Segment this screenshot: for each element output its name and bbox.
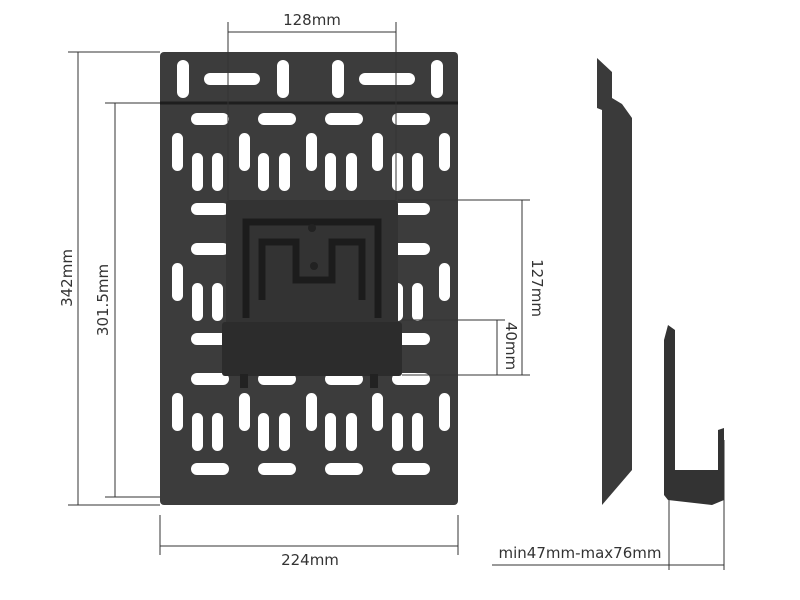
label-depth-range: min47mm-max76mm (498, 544, 661, 562)
dimension-127mm: 127mm (398, 199, 546, 376)
plate-slot (392, 373, 430, 385)
plate-slot (258, 113, 296, 125)
plate-slot (191, 373, 229, 385)
side-view-plate (597, 58, 632, 505)
plate-slot (431, 60, 443, 98)
plate-slot (192, 153, 203, 191)
plate-slot (306, 393, 317, 431)
plate-slot (346, 413, 357, 451)
plate-slot (392, 413, 403, 451)
plate-slot (325, 153, 336, 191)
side-view-bracket (664, 325, 724, 505)
plate-slot (439, 393, 450, 431)
plate-slot (325, 463, 363, 475)
plate-slot (325, 413, 336, 451)
plate-slot (359, 73, 415, 85)
plate-slot (392, 463, 430, 475)
label-342mm: 342mm (58, 249, 76, 307)
plate-slot (191, 243, 229, 255)
plate-slot (439, 133, 450, 171)
plate-slot (172, 393, 183, 431)
plate-slot (306, 133, 317, 171)
plate-slot (212, 413, 223, 451)
plate-slot (412, 153, 423, 191)
plate-slot (325, 113, 363, 125)
plate-slot (172, 263, 183, 301)
label-301-5mm: 301.5mm (94, 264, 112, 336)
plate-slot (392, 243, 430, 255)
plate-slot (412, 283, 423, 321)
plate-slot (191, 203, 229, 215)
plate-slot (212, 153, 223, 191)
plate-slot (258, 413, 269, 451)
plate-slot (212, 283, 223, 321)
plate-slot (279, 153, 290, 191)
dimension-342mm: 342mm (58, 51, 160, 506)
plate-slot (191, 113, 229, 125)
plate-slot (392, 153, 403, 191)
plate-slot (177, 60, 189, 98)
plate-slot (239, 133, 250, 171)
plate-slot (372, 393, 383, 431)
plate-slot (372, 133, 383, 171)
dimension-40mm: 40mm (402, 319, 520, 375)
dimension-128mm: 128mm (227, 11, 397, 200)
plate-slot (191, 463, 229, 475)
plate-slot (192, 283, 203, 321)
plate-slot (192, 413, 203, 451)
plate-slot (279, 413, 290, 451)
plate-slot (258, 153, 269, 191)
label-224mm: 224mm (281, 551, 339, 569)
plate-slot (392, 113, 430, 125)
plate-slot (346, 153, 357, 191)
plate-slot (204, 73, 260, 85)
plate-slot (332, 60, 344, 98)
plate-slot (258, 463, 296, 475)
plate-slot (191, 333, 229, 345)
dimension-224mm: 224mm (159, 515, 459, 569)
device-bracket (222, 200, 402, 388)
plate-slot (239, 393, 250, 431)
label-40mm: 40mm (502, 322, 520, 370)
plate-slot (172, 133, 183, 171)
label-128mm: 128mm (283, 11, 341, 29)
plate-slot (439, 263, 450, 301)
dimension-depth-range: min47mm-max76mm (492, 440, 725, 570)
label-127mm: 127mm (528, 259, 546, 317)
plate-slot (412, 413, 423, 451)
dimension-301-5mm: 301.5mm (94, 102, 160, 498)
plate-slot (277, 60, 289, 98)
plate-slot (392, 203, 430, 215)
